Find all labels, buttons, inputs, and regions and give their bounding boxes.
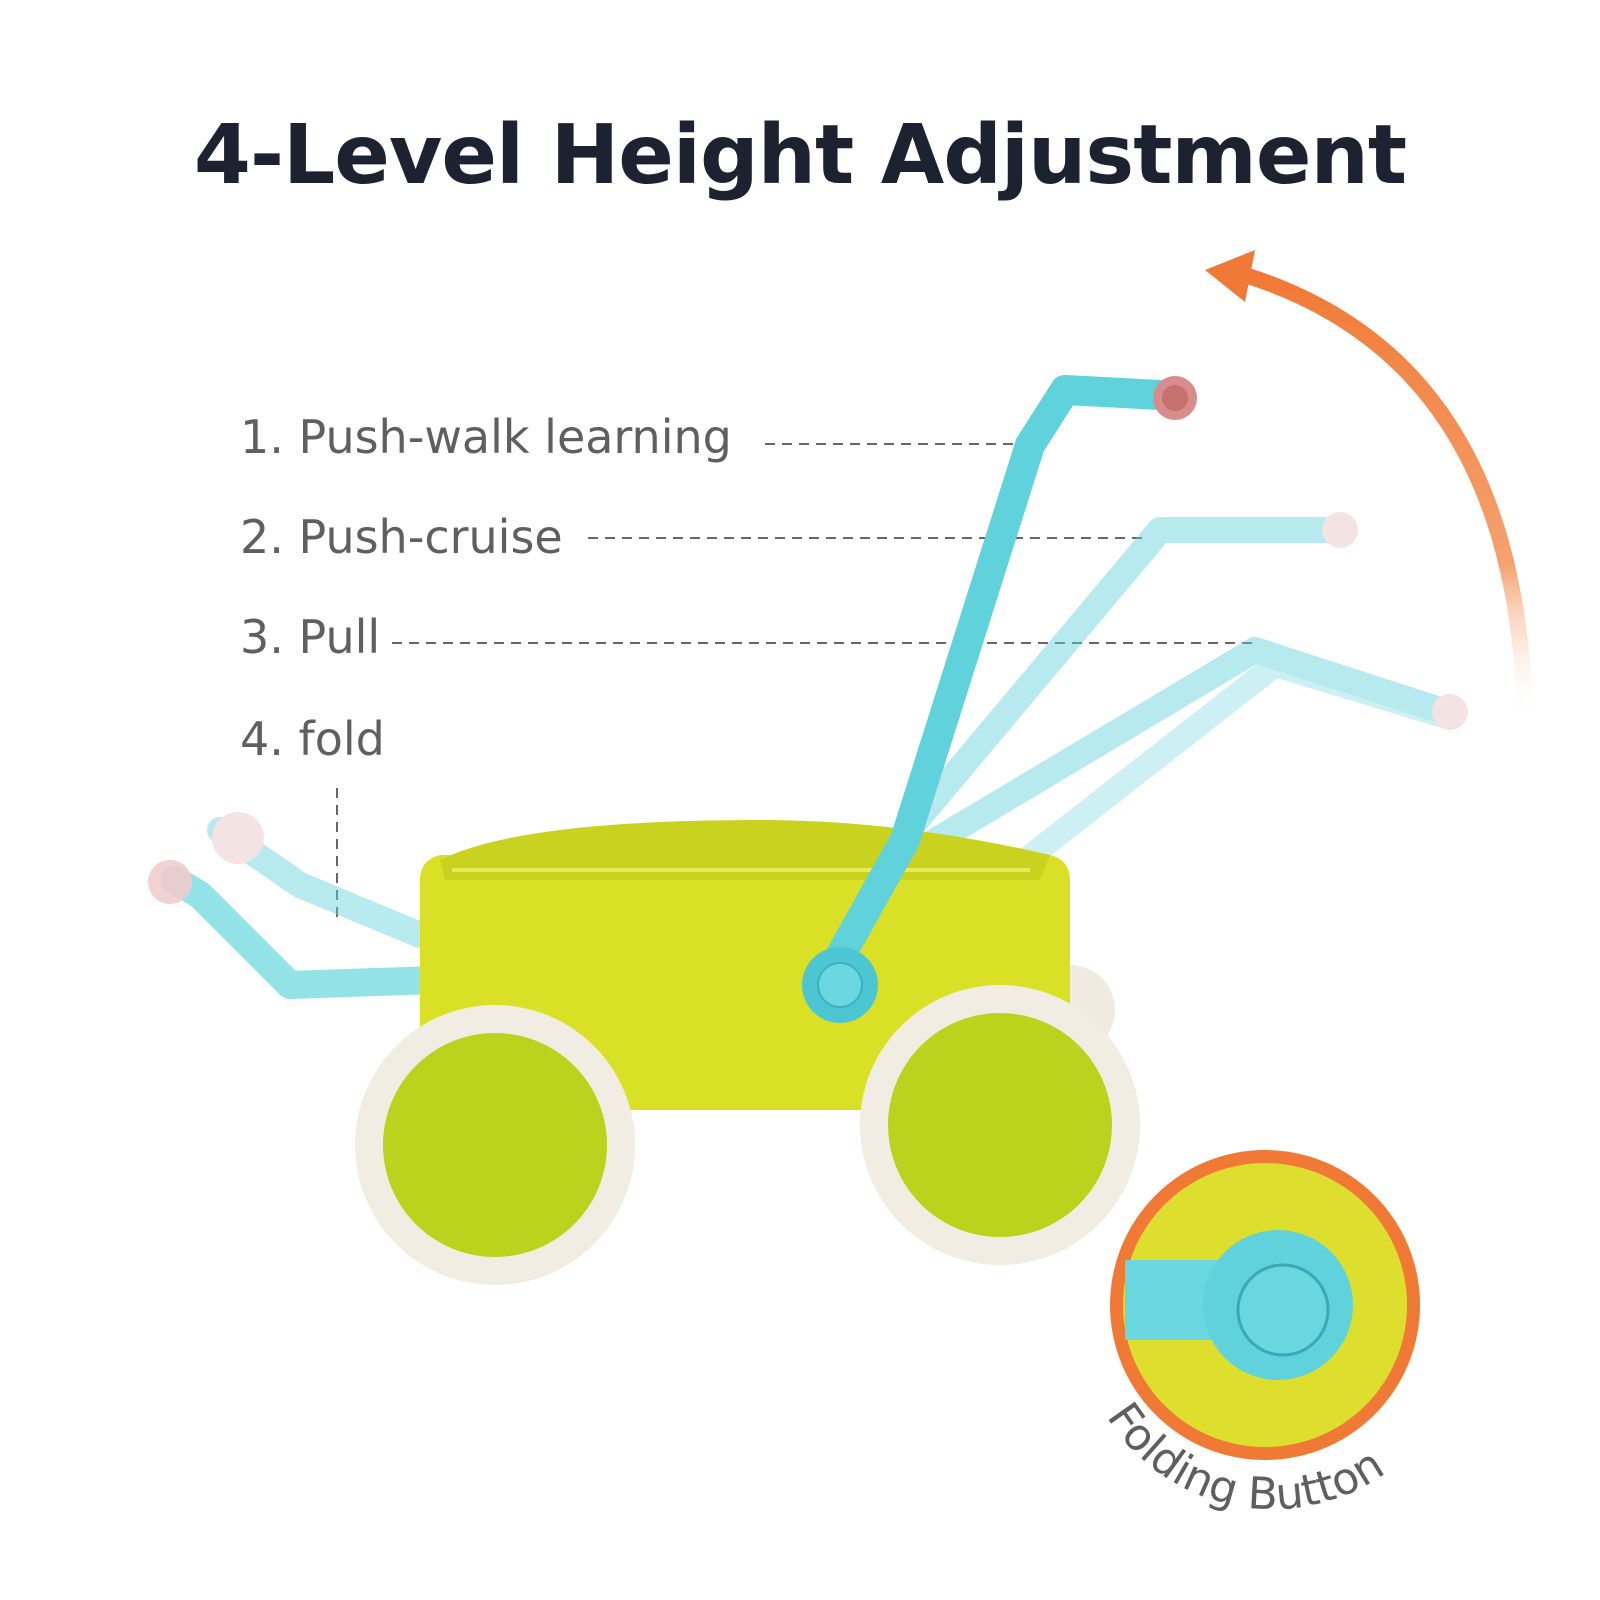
level-1-label: 1. Push-walk learning (240, 410, 732, 464)
handle-ghost-positions (207, 512, 1468, 963)
rotation-arrow-icon (1205, 250, 1533, 728)
level-4-label: 4. fold (240, 712, 385, 766)
folding-button-callout (1110, 1150, 1420, 1460)
page-title: 4-Level Height Adjustment (193, 108, 1407, 203)
level-2-label: 2. Push-cruise (240, 510, 563, 564)
wheel-right (860, 985, 1140, 1265)
leader-lines (336, 443, 1252, 920)
wheel-left (355, 1005, 635, 1285)
main-handle (823, 375, 1197, 975)
level-3-label: 3. Pull (240, 610, 381, 664)
